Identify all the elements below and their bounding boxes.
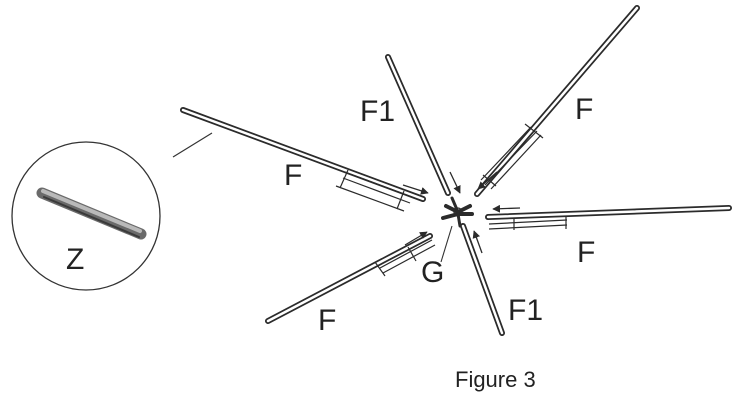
part-z-icon	[36, 187, 147, 240]
label-f-upper-left: F	[284, 159, 302, 192]
figure-caption: Figure 3	[455, 367, 536, 392]
label-z: Z	[66, 243, 84, 276]
rod-f1-bottom	[460, 223, 505, 336]
label-g: G	[421, 256, 444, 289]
zoom-callout: Z	[11, 132, 213, 291]
label-f-upper-right: F	[575, 93, 593, 126]
label-f-right: F	[577, 236, 595, 269]
rod-f-upper-left	[180, 107, 429, 212]
label-f1-bottom: F1	[508, 294, 543, 327]
hub-g	[440, 196, 474, 263]
label-f1-top: F1	[360, 95, 395, 128]
rod-f-lower-left	[265, 231, 436, 324]
label-f-lower-left: F	[318, 304, 336, 337]
rod-f-right	[485, 204, 732, 230]
rod-f-upper-right	[474, 5, 640, 197]
rod-f1-top	[385, 54, 461, 196]
